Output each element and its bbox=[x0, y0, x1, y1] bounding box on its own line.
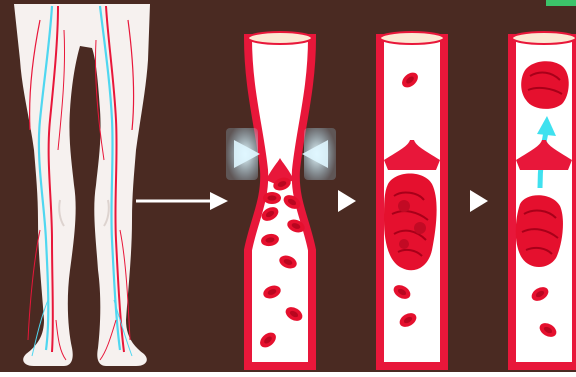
vessel-clot-forming bbox=[380, 32, 444, 366]
corner-mark bbox=[546, 0, 576, 6]
embolus-icon bbox=[521, 61, 569, 109]
clot-icon bbox=[384, 174, 437, 271]
hip bbox=[72, 10, 96, 46]
vessel-wall bbox=[248, 38, 312, 366]
clot-remaining-icon bbox=[516, 195, 563, 267]
vessel-clot-detaching bbox=[512, 32, 576, 366]
